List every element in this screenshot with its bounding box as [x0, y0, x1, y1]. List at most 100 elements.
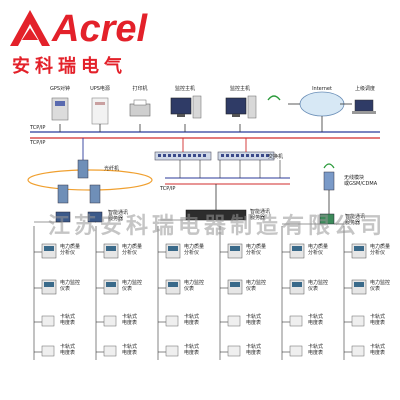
- meter-display: [354, 282, 364, 287]
- monitor-stand: [177, 114, 185, 117]
- ups-icon: [91, 97, 109, 125]
- top-device-label: GPS对钟: [49, 86, 71, 92]
- column-device-label: 卡轨式 电度表: [60, 314, 76, 326]
- fiber-label: 光纤机: [104, 166, 120, 172]
- column-device-label: 卡轨式 电度表: [60, 344, 76, 356]
- laptop-base: [352, 111, 376, 114]
- column-device-label: 电力监控 仪表: [246, 280, 267, 292]
- laptop-screen: [354, 99, 374, 112]
- monitor-screen: [170, 97, 192, 115]
- monitor-host-icon: [170, 95, 202, 119]
- column-device-label: 电力质量 分析仪: [60, 244, 81, 256]
- column-device-label: 卡轨式 电度表: [122, 344, 138, 356]
- switch-port: [226, 154, 229, 157]
- column-device-label: 卡轨式 电度表: [246, 344, 262, 356]
- brand-name-en: Acrel: [52, 8, 148, 50]
- column-device-label: 电力监控 仪表: [60, 280, 81, 292]
- column-device-label: 卡轨式 电度表: [122, 314, 138, 326]
- switch-port: [173, 154, 176, 157]
- meter-display: [354, 246, 364, 251]
- column-device-label: 卡轨式 电度表: [370, 344, 386, 356]
- top-device-label: 监控主机: [174, 86, 196, 92]
- printer-icon: [129, 99, 151, 117]
- top-device-label: 打印机: [132, 86, 148, 92]
- watermark: 江苏安科瑞电器制造有限公司: [48, 214, 387, 239]
- switch-port: [221, 154, 224, 157]
- switch-port: [236, 154, 239, 157]
- meter-display: [230, 246, 240, 251]
- switch-port: [251, 154, 254, 157]
- column-device-label: 电力质量 分析仪: [246, 244, 267, 256]
- printer-body: [129, 103, 151, 117]
- switch-label: 交换机: [268, 154, 284, 160]
- meter-display: [292, 246, 302, 251]
- switch-port: [203, 154, 206, 157]
- switch-port: [246, 154, 249, 157]
- switch-port: [261, 154, 264, 157]
- din-rail-meter-icon: [351, 315, 365, 327]
- meter-display: [106, 246, 116, 251]
- switch-port: [241, 154, 244, 157]
- din-rail-meter-icon: [227, 315, 241, 327]
- acrel-logo: Acrel 安科瑞电气: [4, 6, 174, 77]
- switch-port: [178, 154, 181, 157]
- top-device-label: UPS电源: [90, 86, 110, 92]
- column-device-label: 电力监控 仪表: [370, 280, 391, 292]
- switch-port: [188, 154, 191, 157]
- meter-display: [230, 282, 240, 287]
- column-device-label: 电力监控 仪表: [122, 280, 143, 292]
- gps-clock-icon: [51, 97, 69, 121]
- switch-port: [231, 154, 234, 157]
- cloud-shape: [299, 91, 345, 117]
- switch-port: [168, 154, 171, 157]
- top-device-label: Internet: [312, 86, 332, 92]
- tcpip-label-2: TCP/IP: [30, 140, 46, 146]
- monitor-stand: [232, 114, 240, 117]
- meter-display: [44, 282, 54, 287]
- column-device-label: 电力质量 分析仪: [308, 244, 329, 256]
- brand-name-cn: 安科瑞电气: [12, 56, 127, 77]
- switch-port: [266, 154, 269, 157]
- column-device-label: 卡轨式 电度表: [184, 314, 200, 326]
- wireless-signal-icon: [267, 95, 281, 101]
- column-device-label: 卡轨式 电度表: [308, 314, 324, 326]
- printer-paper: [133, 99, 147, 106]
- din-rail-meter-icon: [289, 345, 303, 357]
- din-rail-meter-icon: [289, 315, 303, 327]
- din-rail-meter-icon: [165, 345, 179, 357]
- din-rail-meter-icon: [41, 345, 55, 357]
- cloud-icon: [299, 91, 345, 117]
- smart-comm-server-icon: [55, 211, 71, 223]
- column-device-label: 电力质量 分析仪: [122, 244, 143, 256]
- din-rail-meter-icon: [351, 345, 365, 357]
- column-device-label: 卡轨式 电度表: [370, 314, 386, 326]
- ups-panel: [95, 102, 105, 105]
- tcpip-label-3: TCP/IP: [160, 186, 176, 192]
- switch-port: [198, 154, 201, 157]
- column-device-label: 卡轨式 电度表: [184, 344, 200, 356]
- din-rail-meter-icon: [103, 315, 117, 327]
- meter-display: [168, 246, 178, 251]
- column-device-label: 电力监控 仪表: [308, 280, 329, 292]
- pc-tower: [192, 95, 202, 119]
- fiber-converter-icon: [77, 159, 89, 179]
- smart-comm-server-label-right: 智能通讯 服务器: [345, 214, 366, 226]
- column-device-label: 电力质量 分析仪: [184, 244, 205, 256]
- top-device-label: 监控主机: [229, 86, 251, 92]
- column-device-label: 卡轨式 电度表: [308, 344, 324, 356]
- top-device-label: 上级调度: [354, 86, 376, 92]
- smart-comm-server-label-left: 智能通讯 服务器: [108, 210, 129, 222]
- switch-port: [183, 154, 186, 157]
- laptop-icon: [352, 99, 376, 114]
- wireless-module-label: 无线模块 或GSM/CDMA: [344, 175, 378, 187]
- fiber-converter-icon: [57, 184, 69, 204]
- smart-comm-server-label-center: 智能通讯 服务器: [250, 209, 271, 221]
- switch-port: [163, 154, 166, 157]
- meter-display: [44, 246, 54, 251]
- meter-display: [106, 282, 116, 287]
- meter-display: [292, 282, 302, 287]
- meter-display: [168, 282, 178, 287]
- column-device-label: 卡轨式 电度表: [246, 314, 262, 326]
- ups-body: [91, 97, 109, 125]
